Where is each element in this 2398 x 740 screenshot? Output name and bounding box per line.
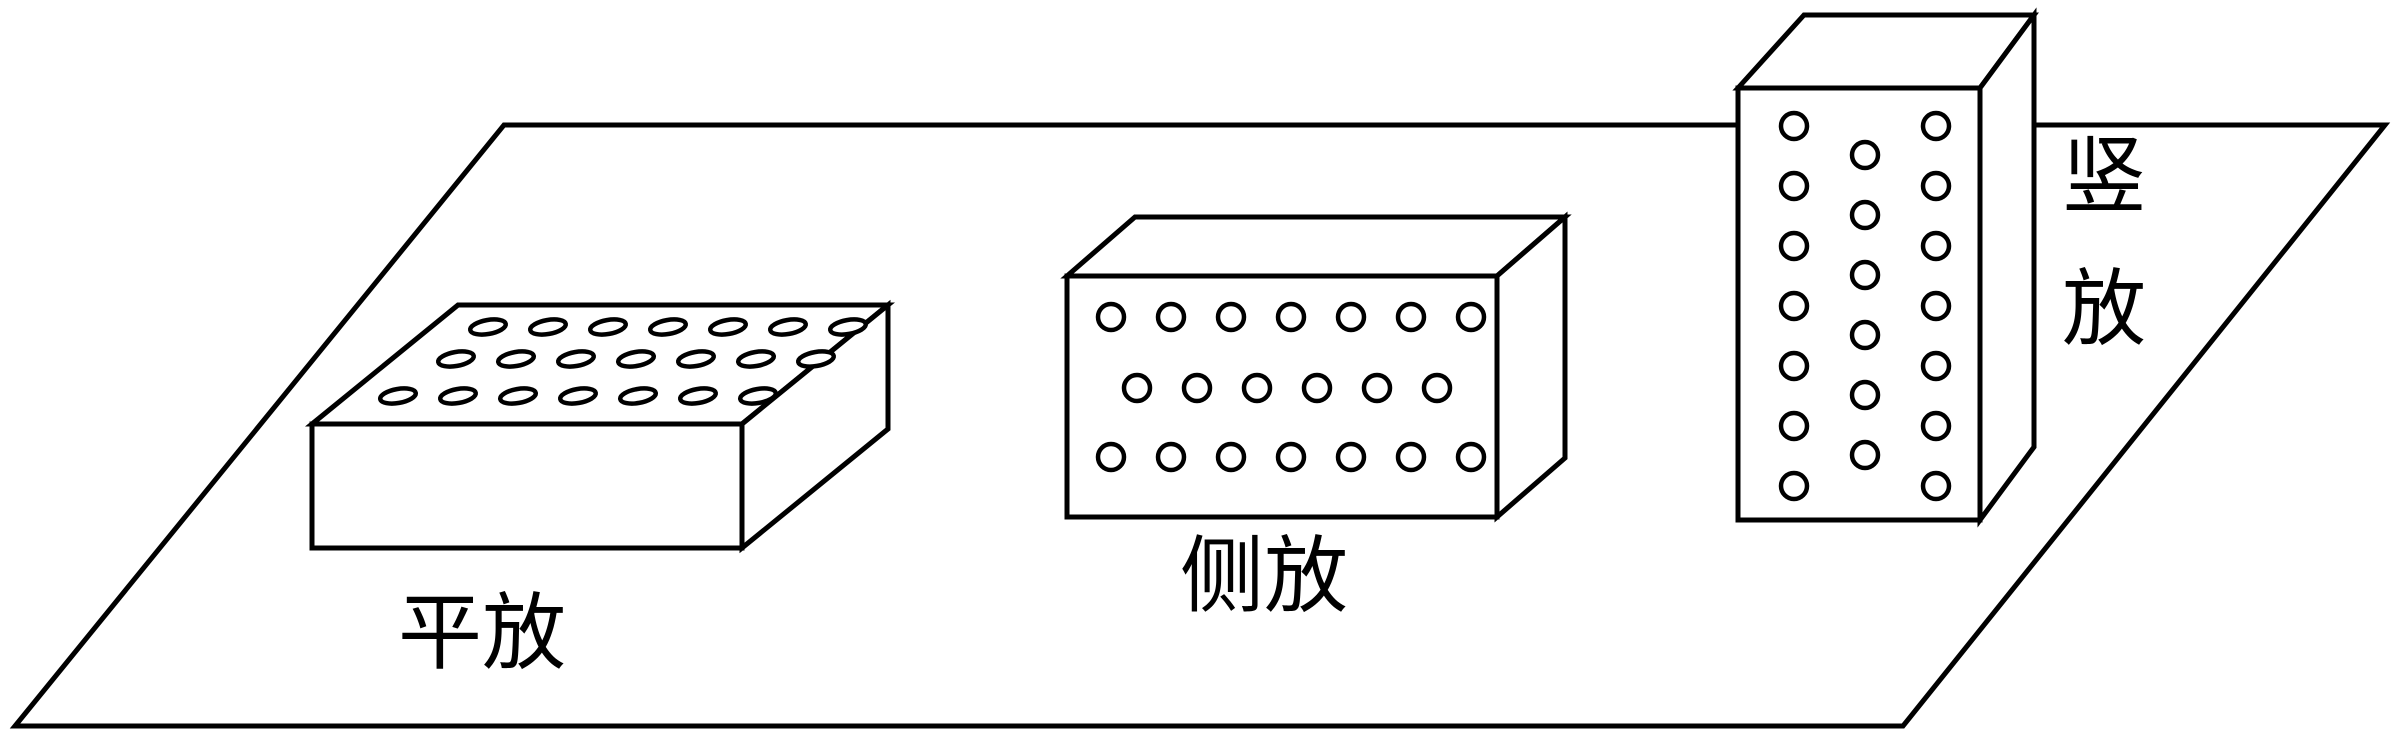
side-brick	[1060, 211, 1572, 523]
vertical-brick-hole	[1778, 410, 1810, 442]
flat-brick-front-face	[309, 421, 745, 551]
vertical-brick-hole	[1849, 259, 1881, 291]
label-vertical-bottom: 放	[2062, 260, 2146, 358]
vertical-brick-side-face	[1977, 7, 2037, 528]
flat-brick-hole	[467, 317, 509, 337]
side-brick-hole	[1455, 301, 1487, 333]
side-brick-hole	[1395, 441, 1427, 473]
side-brick-hole	[1275, 301, 1307, 333]
vertical-brick-hole	[1849, 379, 1881, 411]
vertical-brick-hole	[1778, 290, 1810, 322]
label-side: 侧放	[1180, 527, 1348, 625]
side-brick-hole	[1095, 301, 1127, 333]
vertical-brick-hole	[1920, 110, 1952, 142]
side-brick-hole	[1455, 441, 1487, 473]
side-brick-hole	[1241, 372, 1273, 404]
side-brick-hole	[1301, 372, 1333, 404]
flat-brick-hole	[675, 349, 717, 369]
vertical-brick-hole	[1778, 470, 1810, 502]
vertical-brick-hole	[1778, 110, 1810, 142]
vertical-brick-hole	[1778, 230, 1810, 262]
vertical-brick-hole	[1920, 170, 1952, 202]
side-brick-top-face	[1060, 214, 1572, 279]
flat-brick-side-face	[739, 299, 891, 554]
flat-brick-hole	[647, 317, 689, 337]
flat-brick-hole	[735, 349, 777, 369]
flat-brick-hole	[527, 317, 569, 337]
side-brick-hole	[1335, 301, 1367, 333]
side-brick-hole	[1095, 441, 1127, 473]
side-brick-hole	[1215, 301, 1247, 333]
vertical-brick-hole	[1849, 439, 1881, 471]
flat-brick-hole	[827, 317, 869, 337]
side-brick-hole	[1335, 441, 1367, 473]
flat-brick-hole	[437, 386, 479, 406]
side-brick-hole	[1181, 372, 1213, 404]
vertical-brick-hole	[1920, 410, 1952, 442]
flat-brick-hole	[617, 386, 659, 406]
flat-brick-hole	[587, 317, 629, 337]
flat-brick-hole	[615, 349, 657, 369]
vertical-brick-hole	[1849, 199, 1881, 231]
side-brick-side-face	[1494, 211, 1568, 523]
flat-brick-hole	[767, 317, 809, 337]
vertical-brick-hole	[1920, 290, 1952, 322]
side-brick-hole	[1121, 372, 1153, 404]
side-brick-hole	[1421, 372, 1453, 404]
flat-brick-hole	[555, 349, 597, 369]
flat-brick-hole	[377, 386, 419, 406]
flat-brick-hole	[795, 349, 837, 369]
vertical-brick-hole	[1778, 350, 1810, 382]
vertical-brick-hole	[1849, 139, 1881, 171]
side-brick-hole	[1361, 372, 1393, 404]
vertical-brick-hole	[1920, 350, 1952, 382]
vertical-brick-holes	[1778, 110, 1952, 502]
flat-brick-hole	[677, 386, 719, 406]
vertical-brick	[1732, 7, 2039, 528]
side-brick-hole	[1275, 441, 1307, 473]
flat-brick	[304, 299, 896, 554]
flat-brick-hole	[497, 386, 539, 406]
side-brick-hole	[1395, 301, 1427, 333]
vertical-brick-hole	[1849, 319, 1881, 351]
flat-brick-hole	[495, 349, 537, 369]
vertical-brick-hole	[1778, 170, 1810, 202]
side-brick-holes	[1095, 301, 1487, 473]
side-brick-hole	[1155, 441, 1187, 473]
vertical-brick-hole	[1920, 230, 1952, 262]
side-brick-hole	[1155, 301, 1187, 333]
flat-brick-hole	[435, 349, 477, 369]
flat-brick-holes	[377, 317, 869, 406]
vertical-brick-hole	[1920, 470, 1952, 502]
label-vertical-top: 竖	[2062, 127, 2146, 225]
flat-brick-hole	[557, 386, 599, 406]
flat-brick-hole	[707, 317, 749, 337]
label-flat: 平放	[398, 584, 566, 682]
side-brick-hole	[1215, 441, 1247, 473]
flat-brick-hole	[737, 386, 779, 406]
